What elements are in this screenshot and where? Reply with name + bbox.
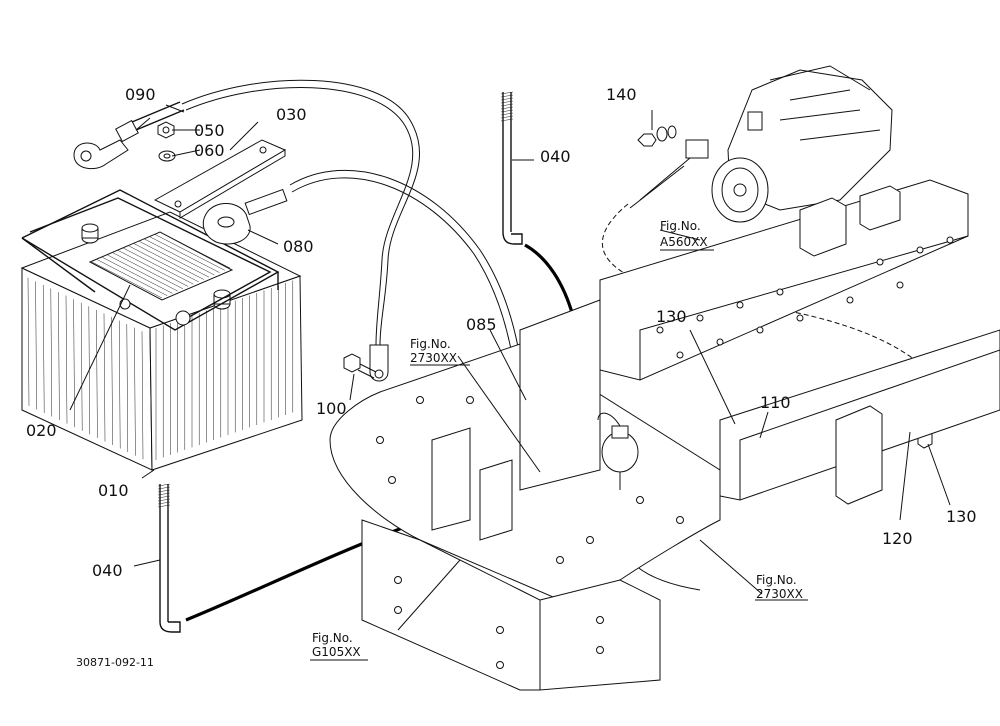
fig-ref-2730-bottom-line1: Fig.No. [756,573,797,587]
label-100: 100 [316,399,347,418]
fig-ref-2730-bottom-line2: 2730XX [756,587,803,601]
leader-lines [69,104,951,661]
hold-down-bolt-lower [157,483,181,633]
hold-down-bolt-upper [500,91,523,245]
fig-ref-a560-line1: Fig.No. [660,219,701,233]
label-090: 090 [125,85,156,104]
label-130-lower: 130 [946,507,977,526]
bolt-100 [343,353,377,379]
washer-060 [158,150,176,162]
label-085: 085 [466,315,497,334]
cable-terminal-ring [369,344,389,382]
fig-ref-g105-line2: G105XX [312,645,361,659]
fig-ref-a560-line2: A560XX [660,235,708,249]
label-060: 060 [194,141,225,160]
battery [20,189,303,471]
battery-terminal-positive [73,101,185,170]
fig-ref-2730-top-line2: 2730XX [410,351,457,365]
label-010: 010 [98,481,129,500]
label-020: 020 [26,421,57,440]
label-110: 110 [760,393,791,412]
nut-050 [157,121,175,139]
fig-ref-g105-line1: Fig.No. [312,631,353,645]
label-120: 120 [882,529,913,548]
drawing-id: 30871-092-11 [76,656,154,669]
nut-washer-140 [637,125,677,147]
battery-positive-cable [181,79,421,346]
starter-motor [685,65,893,223]
label-140: 140 [606,85,637,104]
label-040-lower: 040 [92,561,123,580]
label-080: 080 [283,237,314,256]
label-040-upper: 040 [540,147,571,166]
fig-ref-2730-top-line1: Fig.No. [410,337,451,351]
label-030: 030 [276,105,307,124]
safety-switch [597,412,639,490]
label-130-upper: 130 [656,307,687,326]
terminal-cover-080 [202,188,288,245]
label-050: 050 [194,121,225,140]
base-plate [329,299,721,691]
bracket-030 [153,139,287,219]
frame-rail [599,179,1000,505]
